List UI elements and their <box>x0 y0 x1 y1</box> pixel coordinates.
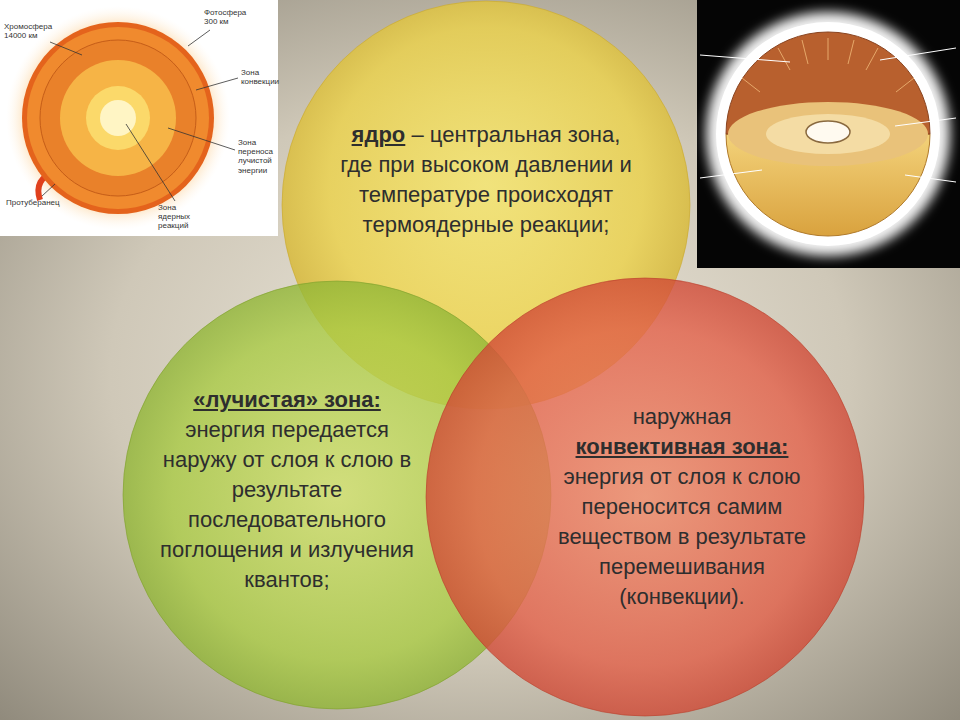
part-label: Зона ядерных реакций <box>158 203 204 231</box>
part-label: Зона переноса лучистой энергии <box>238 138 276 175</box>
leader-line <box>126 124 175 201</box>
zone-heading: конвективная зона: <box>550 432 815 462</box>
part-label: Зона конвекции <box>241 68 275 86</box>
circle-outline <box>426 278 864 716</box>
sun-cutaway-illustration <box>697 0 960 268</box>
zone-text: ядро– центральная зона, где при высоком … <box>336 120 636 240</box>
leader-line <box>188 30 210 46</box>
leader-line <box>168 128 235 150</box>
leader-line <box>50 42 82 55</box>
leader-line <box>196 78 238 90</box>
zone-text: «лучистая» зона:энергия передается наруж… <box>160 385 415 594</box>
core-zone <box>86 86 150 150</box>
photosphere-layer <box>27 27 209 209</box>
pointer-lines <box>700 48 956 182</box>
zone-circle: наружнаяконвективная зона:энергия от сло… <box>425 277 865 717</box>
cutaway-section <box>728 102 928 166</box>
part-label: Протуберанец <box>6 198 66 207</box>
zone-heading: ядро <box>352 122 406 147</box>
chromosphere-layer <box>22 22 214 214</box>
radiative-zone <box>60 60 176 176</box>
corona-glow <box>6 6 230 230</box>
zone-description: энергия от слоя к слою переносится самим… <box>550 462 815 612</box>
zone-heading: «лучистая» зона: <box>160 385 415 415</box>
core-section <box>806 121 850 143</box>
zone-description: энергия передается наружу от слоя к слою… <box>160 415 415 594</box>
illustration-panel <box>0 0 278 236</box>
convection-zone <box>40 40 196 196</box>
corona <box>706 12 950 256</box>
radiative-section <box>766 114 890 154</box>
sun-structure-illustration <box>0 0 278 236</box>
leader-lines <box>42 30 238 201</box>
zone-text: наружнаяконвективная зона:энергия от сло… <box>550 402 815 611</box>
part-label: Хромосфера 14000 км <box>4 22 56 40</box>
zone-description: наружная <box>550 402 815 432</box>
leader-line <box>42 184 55 196</box>
part-label: Фотосфера 300 км <box>204 8 248 26</box>
convection-rays <box>742 38 914 92</box>
illustration-panel <box>697 0 960 268</box>
